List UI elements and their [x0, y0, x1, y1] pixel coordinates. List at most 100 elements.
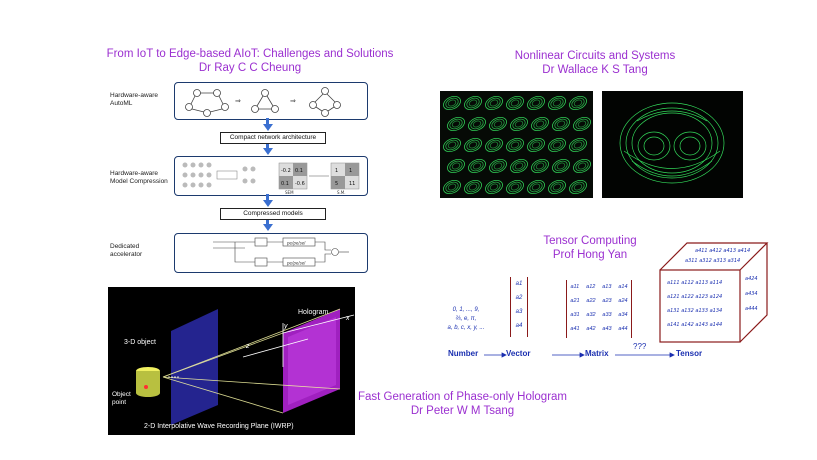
attractor-swirl — [550, 139, 564, 151]
attractor-grid-image — [440, 91, 593, 198]
attractor-swirl — [531, 158, 549, 174]
hologram-title-text: Fast Generation of Phase-only Hologram — [357, 391, 568, 403]
svg-text:⇒: ⇒ — [235, 97, 241, 105]
attractor-swirl — [573, 158, 591, 174]
attractor-swirl — [445, 181, 459, 193]
attractor-swirl — [447, 116, 465, 132]
attractor-swirl — [550, 97, 564, 109]
attractor-swirl — [577, 120, 587, 128]
step-matrix: Matrix — [585, 349, 609, 358]
matrix-out-1: 1 — [349, 168, 352, 174]
compression-graphic: -0.2 0.1 0.1 -0.6 SEM 1 1 5 11 S.M. — [182, 162, 360, 195]
attractor-swirl — [508, 181, 522, 193]
matrix-val-2: 0.1 — [281, 181, 289, 187]
attractor-swirl — [466, 97, 480, 109]
hologram-diagram: Hologram 3-D object Object point 2-D Int… — [108, 287, 355, 435]
vector-cell: a2 — [515, 295, 523, 301]
attractor-swirl — [451, 162, 461, 170]
flow-arrowhead-2 — [262, 148, 273, 155]
matrix-cell: a23 — [602, 298, 612, 304]
attractor-swirl — [529, 97, 543, 109]
flow-arrowhead-4 — [262, 224, 273, 231]
nonlinear-presenter: Dr Wallace K S Tang — [542, 64, 648, 76]
matrix-out-0: 1 — [335, 168, 338, 174]
attractor-swirl — [527, 137, 545, 153]
attractor-swirl — [451, 120, 461, 128]
attractor-swirl — [464, 95, 482, 111]
attractor-swirl — [487, 97, 501, 109]
attractor-swirl — [550, 181, 564, 193]
attractor-swirl — [510, 116, 528, 132]
tensor-presenter: Prof Hong Yan — [552, 249, 628, 261]
attractor-swirl — [510, 183, 520, 191]
tensor-title: Tensor Computing Prof Hong Yan — [500, 234, 680, 262]
attractor-swirl — [489, 116, 507, 132]
attractor-swirl — [443, 137, 461, 153]
attractor-swirl — [548, 179, 566, 195]
matrix-cell: a22 — [586, 298, 596, 304]
attractor-swirl — [445, 97, 459, 109]
attractor-swirl — [485, 137, 503, 153]
attractor-single-svg — [619, 102, 725, 184]
attractor-swirl — [510, 141, 520, 149]
attractor-swirl — [472, 120, 482, 128]
matrix-val-3: -0.6 — [295, 181, 305, 187]
object-point-label: Object point — [112, 391, 131, 406]
attractor-swirl — [554, 118, 568, 130]
flow-arrow-3 — [266, 194, 269, 202]
matrix-cell: a11 — [570, 284, 580, 290]
tensor-title-text: Tensor Computing — [543, 235, 637, 247]
matrix-caption-0: SEM — [285, 190, 294, 195]
matrix-cell: a44 — [618, 326, 628, 332]
matrix-cell: a32 — [586, 312, 596, 318]
attractor-swirl — [468, 158, 486, 174]
compact-network-box: Compact network architecture — [220, 132, 326, 144]
attractor-swirl — [487, 139, 501, 151]
attractor-swirl — [533, 160, 547, 172]
matrix-val-0: -0.2 — [281, 168, 291, 174]
attractor-swirl — [531, 141, 541, 149]
attractor-swirl — [554, 160, 568, 172]
vector-cell: a4 — [515, 323, 523, 329]
flow-arrow-4 — [266, 220, 269, 226]
attractor-swirl — [489, 158, 507, 174]
step-arrows — [484, 352, 675, 358]
attractor-swirl — [531, 116, 549, 132]
attractor-swirl — [445, 139, 459, 151]
attractor-swirl — [573, 141, 583, 149]
matrix-val-1: 0.1 — [295, 168, 303, 174]
attractor-swirl — [508, 97, 522, 109]
iot-diagram: Hardware-aware AutoML ⇒ ⇒ Compact networ… — [108, 78, 368, 273]
label-accelerator: Dedicated accelerator — [110, 243, 143, 258]
attractor-swirl — [577, 162, 587, 170]
attractor-swirl — [468, 183, 478, 191]
unknown-step: ??? — [633, 342, 647, 351]
attractor-swirl — [447, 158, 465, 174]
attractor-swirl — [489, 183, 499, 191]
attractor-swirl — [571, 181, 585, 193]
pe-label-1: pe/pe/sel — [286, 241, 306, 246]
accelerator-circuit: pe/pe/sel pe/pe/sel — [213, 237, 349, 267]
number-block: 0, 1, ..., 9, ⅔, e, π, a, b, c, x, y, ..… — [436, 306, 496, 333]
attractor-swirl — [514, 162, 524, 170]
attractor-swirl — [529, 139, 543, 151]
attractor-grid-svg — [443, 95, 591, 195]
attractor-swirl — [573, 99, 583, 107]
hologram-title: Fast Generation of Phase-only Hologram D… — [355, 390, 570, 418]
axis-x-label: x — [346, 315, 350, 322]
attractor-swirl — [493, 162, 503, 170]
matrix-cell: a33 — [602, 312, 612, 318]
step-number: Number — [448, 349, 479, 358]
attractor-swirl — [552, 99, 562, 107]
attractor-swirl — [449, 160, 463, 172]
attractor-swirl — [529, 181, 543, 193]
svg-text:a434: a434 — [745, 291, 758, 297]
attractor-swirl — [443, 95, 461, 111]
hologram-presenter: Dr Peter W M Tsang — [410, 405, 515, 417]
step-vector: Vector — [506, 349, 531, 358]
svg-text:a111 a112 a113 a114: a111 a112 a113 a114 — [667, 280, 722, 286]
iwrp-label: 2-D Interpolative Wave Recording Plane (… — [144, 423, 294, 430]
number-line-3: a, b, c, x, y, ... — [447, 325, 485, 331]
